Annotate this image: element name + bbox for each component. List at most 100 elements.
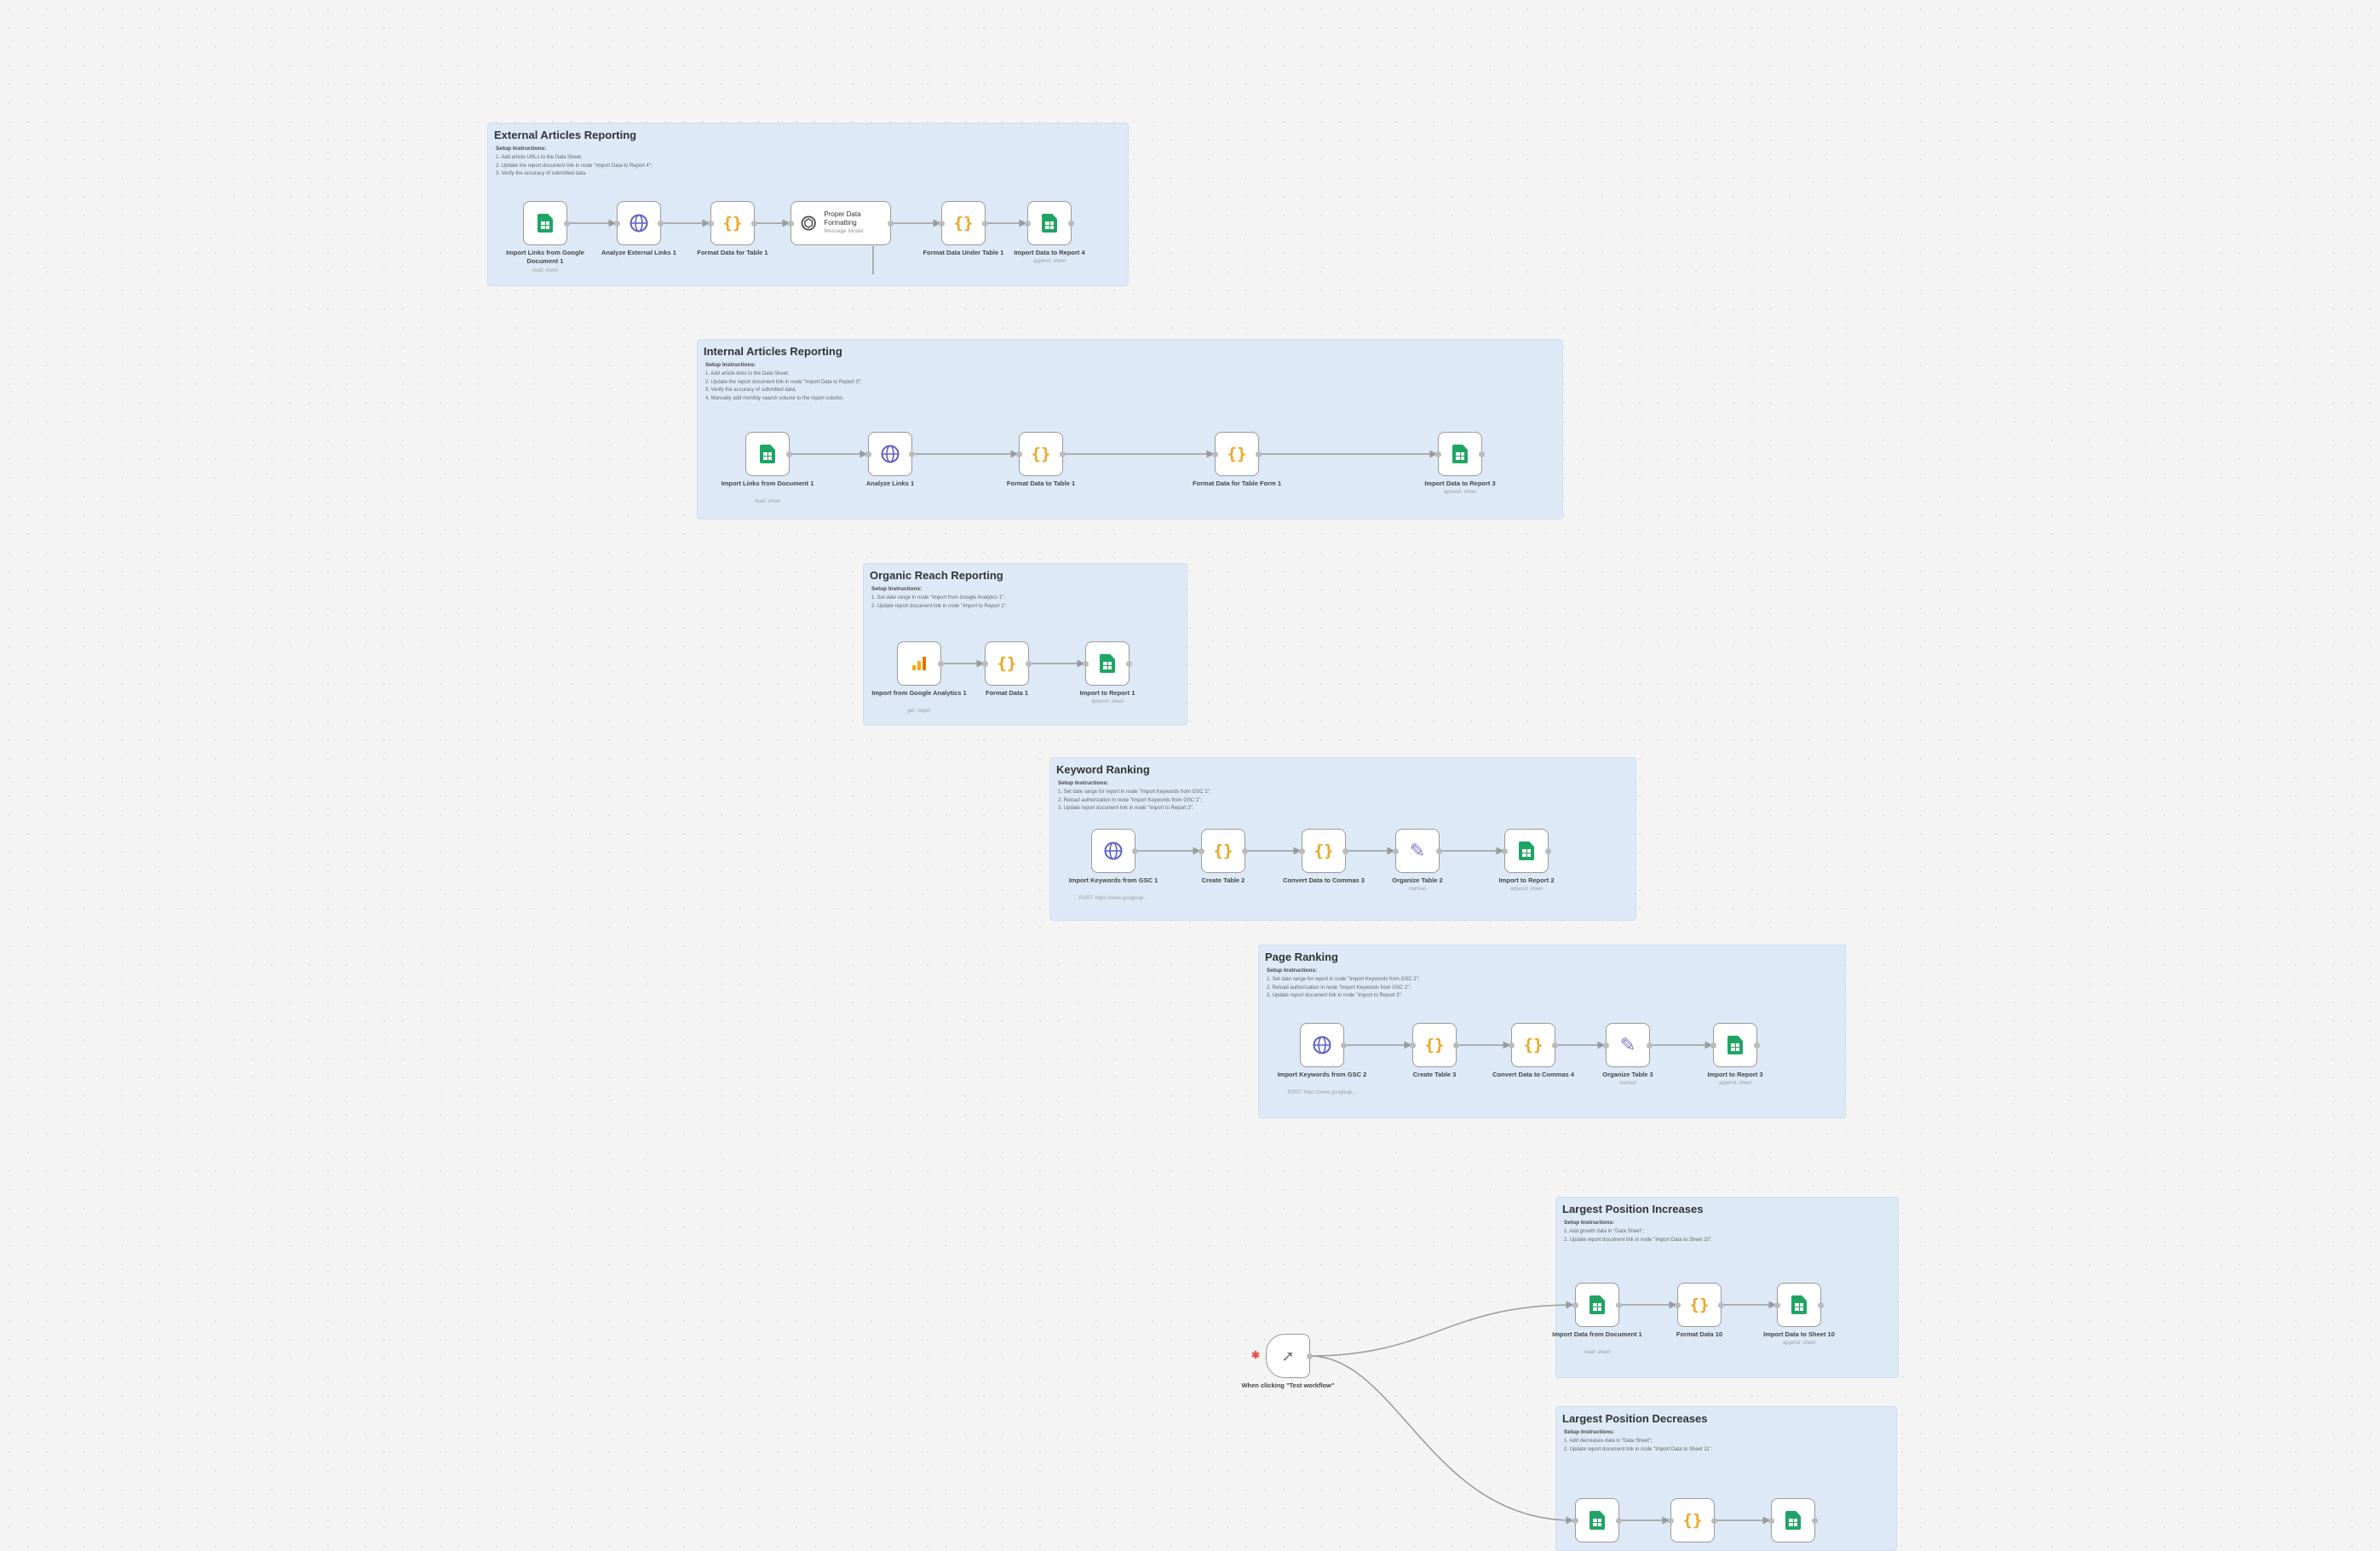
input-port[interactable] <box>1016 451 1022 457</box>
group-instruction: 1. Add growth data in "Data Sheet"; <box>1564 1229 1644 1234</box>
analytics-icon <box>912 657 926 670</box>
node-import-to-report-1[interactable] <box>1083 641 1132 686</box>
output-port[interactable] <box>1812 1517 1818 1524</box>
input-port[interactable] <box>1774 1301 1780 1308</box>
output-port[interactable] <box>1341 1042 1347 1048</box>
node-format-data-for-table-1[interactable]: {} <box>708 201 757 245</box>
input-port[interactable] <box>1668 1517 1674 1524</box>
code-icon: {} <box>1031 445 1051 463</box>
input-port[interactable] <box>1199 847 1204 854</box>
node-label: Convert Data to Commas 4 <box>1492 1071 1574 1078</box>
node-import-decreases-data[interactable] <box>1572 1498 1622 1542</box>
input-port[interactable] <box>1768 1517 1774 1524</box>
output-port[interactable] <box>1616 1301 1622 1308</box>
output-port[interactable] <box>1060 451 1066 457</box>
output-port[interactable] <box>1616 1517 1622 1524</box>
node-manual-trigger[interactable]: ➚ <box>1266 1334 1313 1378</box>
node-import-keywords-from-gsc-2[interactable] <box>1300 1023 1347 1067</box>
group-setup-heading: Setup Instructions: <box>1564 1429 1615 1435</box>
node-format-data-under-table[interactable]: {} <box>939 201 988 245</box>
output-port[interactable] <box>786 451 792 457</box>
node-format-data-to-table[interactable]: {} <box>1016 432 1066 476</box>
input-port[interactable] <box>1410 1042 1416 1048</box>
input-port[interactable] <box>1393 847 1399 854</box>
output-port[interactable] <box>1754 1042 1760 1048</box>
input-port[interactable] <box>1710 1042 1716 1048</box>
output-port[interactable] <box>1711 1517 1717 1524</box>
output-port[interactable] <box>1256 451 1262 457</box>
input-port[interactable] <box>1603 1042 1609 1048</box>
node-import-from-google-analytics[interactable] <box>897 641 944 686</box>
output-port[interactable] <box>938 660 944 667</box>
output-port[interactable] <box>658 220 664 227</box>
code-icon: {} <box>1523 1036 1544 1054</box>
input-port[interactable] <box>982 660 988 667</box>
google-sheets-icon <box>1590 1511 1605 1530</box>
output-port[interactable] <box>1545 847 1551 854</box>
output-port[interactable] <box>1126 660 1132 667</box>
input-port[interactable] <box>1509 1042 1515 1048</box>
output-port[interactable] <box>1132 847 1138 854</box>
node-import-links-google-document[interactable] <box>523 201 570 245</box>
google-sheets-icon <box>1042 214 1057 233</box>
output-port[interactable] <box>1068 220 1074 227</box>
node-import-data-from-document[interactable] <box>1572 1283 1622 1327</box>
node-import-keywords-from-gsc-1[interactable] <box>1091 829 1138 873</box>
node-analyze-links[interactable] <box>865 432 915 476</box>
node-subtitle: read: sheet <box>532 268 559 273</box>
output-port[interactable] <box>1552 1042 1558 1048</box>
node-format-data-for-table-form[interactable]: {} <box>1212 432 1262 476</box>
node-convert-data-to-commas-3[interactable]: {} <box>1299 829 1348 873</box>
group-setup-heading: Setup Instructions: <box>1267 968 1318 974</box>
output-port[interactable] <box>1453 1042 1459 1048</box>
node-organize-table-2[interactable]: ✎ <box>1393 829 1442 873</box>
node-import-to-report-3[interactable] <box>1710 1023 1760 1067</box>
output-port[interactable] <box>909 451 915 457</box>
input-port[interactable] <box>1435 451 1441 457</box>
input-port[interactable] <box>865 451 871 457</box>
node-import-to-report-2[interactable] <box>1502 829 1551 873</box>
input-port[interactable] <box>788 220 794 227</box>
output-port[interactable] <box>564 220 570 227</box>
node-import-links-from-document[interactable] <box>745 432 792 476</box>
input-port[interactable] <box>1675 1301 1681 1308</box>
node-format-decreases-data[interactable]: {} <box>1668 1498 1717 1542</box>
node-create-table-3[interactable]: {} <box>1410 1023 1459 1067</box>
output-port[interactable] <box>1647 1042 1653 1048</box>
node-organize-table-3[interactable]: ✎ <box>1603 1023 1653 1067</box>
node-import-data-to-report-4[interactable] <box>1025 201 1074 245</box>
group-internal-articles[interactable]: Internal Articles Reporting Setup Instru… <box>697 339 1563 520</box>
output-port[interactable] <box>1026 660 1032 667</box>
input-port[interactable] <box>1502 847 1508 854</box>
output-port[interactable] <box>751 220 757 227</box>
node-analyze-external-links[interactable] <box>614 201 664 245</box>
input-port[interactable] <box>939 220 945 227</box>
output-port[interactable] <box>1818 1301 1824 1308</box>
input-port[interactable] <box>1572 1517 1578 1524</box>
output-port[interactable] <box>1479 451 1485 457</box>
node-import-data-to-report-3[interactable] <box>1435 432 1485 476</box>
node-format-data-10[interactable]: {} <box>1675 1283 1724 1327</box>
input-port[interactable] <box>708 220 714 227</box>
globe-icon <box>881 445 900 463</box>
output-port[interactable] <box>1342 847 1348 854</box>
node-convert-data-to-commas-4[interactable]: {} <box>1509 1023 1558 1067</box>
node-format-data-1[interactable]: {} <box>982 641 1032 686</box>
output-port[interactable] <box>888 220 894 227</box>
output-port[interactable] <box>982 220 988 227</box>
group-instruction: 1. Add article links to the Data Sheet; <box>705 371 790 376</box>
input-port[interactable] <box>1025 220 1031 227</box>
input-port[interactable] <box>614 220 620 227</box>
node-proper-data-formatting[interactable]: Proper Data Formatting Message Model <box>788 201 894 245</box>
input-port[interactable] <box>1212 451 1218 457</box>
output-port[interactable] <box>1242 847 1248 854</box>
output-port[interactable] <box>1718 1301 1724 1308</box>
input-port[interactable] <box>1299 847 1305 854</box>
node-import-data-to-sheet-10[interactable] <box>1774 1283 1824 1327</box>
output-port[interactable] <box>1436 847 1442 854</box>
node-import-decreases-to-sheet[interactable] <box>1768 1498 1818 1542</box>
input-port[interactable] <box>1083 660 1089 667</box>
output-port[interactable] <box>1307 1353 1313 1359</box>
node-create-table-2[interactable]: {} <box>1199 829 1248 873</box>
input-port[interactable] <box>1572 1301 1578 1308</box>
